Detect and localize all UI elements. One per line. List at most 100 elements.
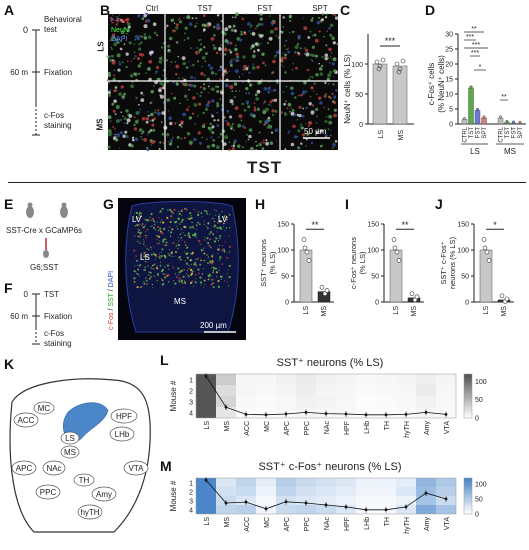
heatmap-m-region-label: hyTH bbox=[404, 517, 411, 534]
section-title: TST bbox=[246, 158, 283, 177]
heatmap-l-mouse-tick: 4 bbox=[189, 411, 193, 418]
heatmap-l-cell bbox=[356, 396, 376, 407]
chart-d: c-Fos⁺ cells (% NeuN⁺ cells) 05101520253… bbox=[427, 26, 526, 156]
panel-label-c: C bbox=[340, 2, 351, 18]
heatmap-m-cell bbox=[436, 505, 456, 514]
heatmap-m-region-label: LHb bbox=[364, 517, 371, 530]
chart-c-sig: *** bbox=[385, 36, 396, 46]
chart-j-bar-ls bbox=[479, 249, 493, 303]
heatmap-m-region-label: APC bbox=[284, 517, 291, 531]
chart-j-ytick: 150 bbox=[457, 222, 469, 229]
chart-i-ytick: 100 bbox=[367, 248, 379, 255]
heatmap-m-colorbar-step bbox=[464, 508, 472, 511]
heatmap-l-cell bbox=[416, 396, 436, 407]
region-ls: LS bbox=[65, 434, 75, 443]
panel-label-f: F bbox=[4, 280, 13, 296]
region-lhb: LHb bbox=[115, 430, 130, 439]
heatmap-l-cell bbox=[196, 385, 216, 396]
brain-section-image: LV LV LS MS 200 µm bbox=[118, 198, 246, 340]
chart-d-ytick: 15 bbox=[445, 77, 453, 84]
panel-label-d: D bbox=[425, 2, 436, 18]
timeline-f-step3b: staining bbox=[44, 339, 72, 348]
chart-d-bar bbox=[497, 117, 504, 125]
heatmap-l-cell bbox=[396, 374, 416, 385]
timeline-a: 0 60 m Behavioral test Fixation c-Fos st… bbox=[10, 15, 82, 136]
chart-d-point bbox=[498, 115, 502, 119]
brain-lv-right: LV bbox=[218, 215, 228, 224]
heatmap-l-cell bbox=[216, 396, 236, 407]
heatmap-m-cell bbox=[296, 478, 316, 487]
mouse-icon-right bbox=[60, 202, 68, 218]
heatmap-l-colorbar-step bbox=[464, 400, 472, 404]
heatmap-l-region-label: MS bbox=[224, 421, 231, 432]
chart-d-xcat: CTRL bbox=[499, 126, 505, 142]
timeline-f: 0 60 m TST Fixation c-Fos staining bbox=[10, 290, 72, 348]
chart-d-sig-2: *** bbox=[472, 42, 480, 49]
chart-j-ytick: 50 bbox=[461, 274, 469, 281]
panel-label-j: J bbox=[435, 196, 443, 212]
heatmap-m-colorbar-step bbox=[464, 497, 472, 501]
chart-d-sig-0: ** bbox=[471, 26, 477, 33]
heatmap-l-colorbar-step bbox=[464, 374, 472, 377]
chart-j-ylabel: SST⁺ c-Fos⁺ bbox=[439, 241, 448, 284]
heatmap-l-cell bbox=[256, 374, 276, 385]
heatmap-m-cell bbox=[316, 487, 336, 496]
chart-d-sig-1: *** bbox=[466, 34, 474, 41]
heatmap-l-cell bbox=[216, 374, 236, 385]
heatmap-l-cell bbox=[316, 374, 336, 385]
chart-c-ytick-0: 0 bbox=[359, 122, 363, 129]
heatmap-l-cell bbox=[256, 396, 276, 407]
col-label-spt: SPT bbox=[312, 4, 328, 13]
heatmap-m-colorbar-step bbox=[464, 506, 472, 510]
chart-d-xcat: TST bbox=[469, 127, 475, 139]
heatmap-m-colorbar-step bbox=[464, 483, 472, 486]
chart-d-group-ms: MS bbox=[504, 147, 516, 156]
heatmap-l-cell bbox=[236, 396, 256, 407]
heatmap-l-region-label: APC bbox=[284, 421, 291, 435]
heatmap-l-region-label: MC bbox=[264, 421, 271, 432]
chart-j-ytick: 100 bbox=[457, 248, 469, 255]
chart-d-bar bbox=[468, 87, 474, 125]
chart-i-ytick: 50 bbox=[371, 274, 379, 281]
heatmap-l-region-label: NAc bbox=[324, 421, 331, 435]
heatmap-m-cell bbox=[256, 496, 276, 505]
heatmap-l-colorbar-step bbox=[464, 380, 472, 384]
heatmap-l-cell bbox=[196, 396, 216, 407]
micrograph-grid: 50 µm c-Fos NeuN DAPI bbox=[106, 12, 339, 152]
heatmap-m-cell bbox=[276, 478, 296, 487]
region-hpf: HPF bbox=[116, 412, 132, 421]
region-nac: NAc bbox=[46, 464, 61, 473]
heatmap-m-cell bbox=[356, 496, 376, 505]
heatmap-l-colorbar-tick: 100 bbox=[475, 379, 487, 386]
heatmap-m-cell bbox=[376, 496, 396, 505]
micro-b-scale: 50 µm bbox=[304, 127, 327, 136]
heatmap-l-colorbar-step bbox=[464, 382, 472, 386]
heatmap-m-region-label: LS bbox=[204, 517, 211, 526]
heatmap-m-cell bbox=[316, 496, 336, 505]
heatmap-m-region-label: ACC bbox=[244, 517, 251, 532]
timeline-a-step2: Fixation bbox=[44, 68, 72, 77]
chart-d-sig-4: * bbox=[479, 64, 482, 71]
timeline-f-step1: TST bbox=[44, 290, 59, 299]
chart-j-point-ls bbox=[486, 258, 492, 263]
heatmap-l-colorbar-step bbox=[464, 389, 472, 393]
chart-i-point-ms bbox=[414, 294, 420, 300]
heatmap-m-region-label: PPC bbox=[304, 517, 311, 531]
chart-i-xcat: MS bbox=[411, 306, 418, 317]
chart-d-ytick: 20 bbox=[445, 62, 453, 69]
heatmap-m-cell bbox=[316, 505, 336, 514]
heatmap-l-region-label: ACC bbox=[244, 421, 251, 436]
heatmap-l-cell bbox=[336, 374, 356, 385]
heatmap-l-cell bbox=[316, 396, 336, 407]
heatmap-l-colorbar-step bbox=[464, 385, 472, 388]
heatmap-m-colorbar-step bbox=[464, 505, 472, 508]
chart-h-ytick: 0 bbox=[285, 300, 289, 307]
heatmap-m-region-label: MS bbox=[224, 517, 231, 528]
heatmap-l-colorbar-tick: 0 bbox=[475, 416, 479, 423]
chart-j-point-ls bbox=[481, 237, 487, 242]
heatmap-l-cell bbox=[356, 385, 376, 396]
heatmap-m-colorbar-step bbox=[464, 501, 472, 504]
heatmap-m-colorbar-step bbox=[464, 485, 472, 488]
chart-i-bar-ls bbox=[389, 249, 403, 303]
